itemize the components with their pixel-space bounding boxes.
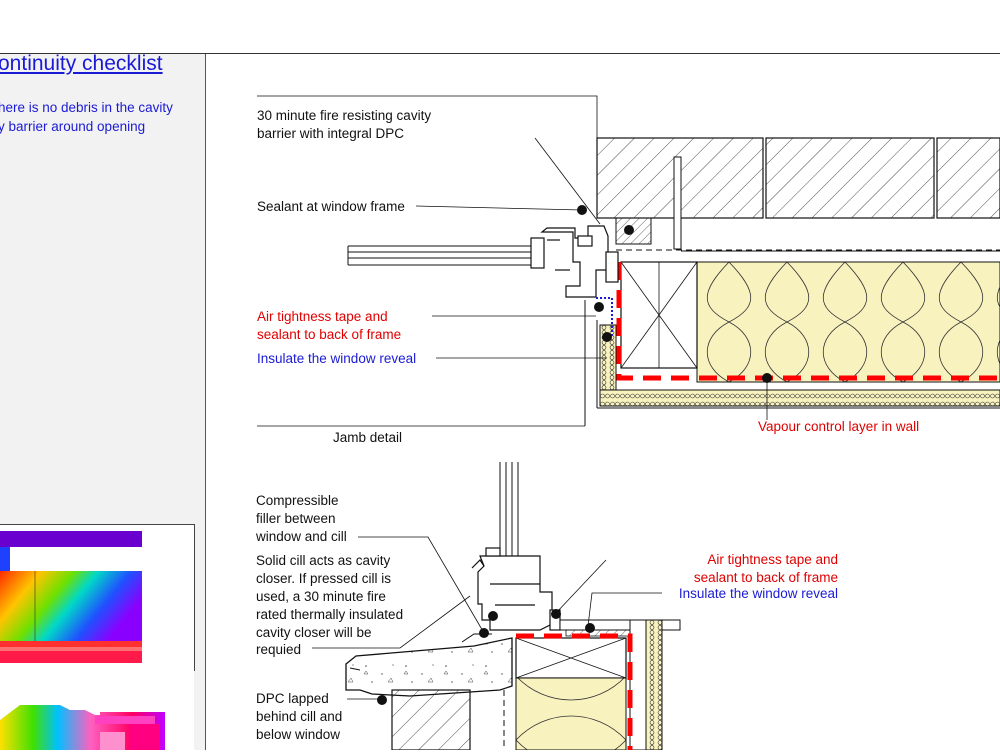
solid-cill xyxy=(345,637,513,697)
label-filler-line2: filler between xyxy=(256,511,336,526)
internal-lining-insulation xyxy=(599,389,1000,407)
label-closer-line5: cavity closer will be xyxy=(256,625,372,640)
callout-dot xyxy=(602,332,612,342)
callout-dot xyxy=(594,302,604,312)
callout-dot xyxy=(624,225,634,235)
air-tightness-layer xyxy=(616,262,1000,381)
checklist-title[interactable]: ontinuity checklist xyxy=(0,52,163,75)
cill-detail: Compressible filler between window and c… xyxy=(255,462,838,751)
thermal-thumbnail-jamb[interactable] xyxy=(0,524,195,671)
label-air-tightness-line2: sealant to back of frame xyxy=(257,327,401,342)
top-bar xyxy=(0,0,1000,54)
window-frame-jamb xyxy=(530,225,619,298)
thermal-image-cill xyxy=(0,705,165,750)
callout-dot xyxy=(585,623,595,633)
wall-insulation xyxy=(696,261,1000,383)
callout-dot xyxy=(577,205,587,215)
label-dpc-line1: DPC lapped xyxy=(256,691,329,706)
checklist-item-debris: here is no debris in the cavity xyxy=(0,100,173,115)
thermal-thumbnail-cill[interactable] xyxy=(0,670,194,750)
label-filler-line1: Compressible xyxy=(256,493,339,508)
callout-dot xyxy=(551,609,561,619)
label-fire-barrier-line1: 30 minute fire resisting cavity xyxy=(257,108,431,123)
label-insulate-reveal-cill: Insulate the window reveal xyxy=(679,586,838,601)
air-tightness-layer-cill xyxy=(516,633,633,750)
label-jamb-detail: Jamb detail xyxy=(333,430,402,445)
detail-drawing-area: 30 minute fire resisting cavity barrier … xyxy=(206,54,1000,751)
wall-insulation-below xyxy=(515,677,627,751)
label-closer-line2: closer. If pressed cill is xyxy=(256,571,391,586)
label-vapour-control: Vapour control layer in wall xyxy=(758,419,919,434)
callout-dot xyxy=(488,611,498,621)
label-closer-line4: rated thermally insulated xyxy=(256,607,403,622)
label-air-tightness-cill-line1: Air tightness tape and xyxy=(707,552,838,567)
label-dpc-line2: behind cill and xyxy=(256,709,342,724)
label-closer-line3: used, a 30 minute fire xyxy=(256,589,386,604)
brick-outer-leaf xyxy=(936,137,1000,219)
callout-dot xyxy=(377,695,387,705)
label-air-tightness-cill-line2: sealant to back of frame xyxy=(694,570,838,585)
label-dpc-line3: below window xyxy=(256,727,340,742)
thermal-image-jamb xyxy=(0,531,142,663)
label-air-tightness-line1: Air tightness tape and xyxy=(257,309,388,324)
label-fire-barrier-line2: barrier with integral DPC xyxy=(257,126,404,141)
label-insulate-reveal: Insulate the window reveal xyxy=(257,351,416,366)
brick-outer-leaf-below xyxy=(391,689,471,751)
label-closer-line6: requied xyxy=(256,642,301,657)
callout-dot xyxy=(762,373,772,383)
checklist-item-barrier: y barrier around opening xyxy=(0,119,146,134)
window-frame-cill xyxy=(471,547,561,631)
callout-dot xyxy=(479,628,489,638)
label-closer-line1: Solid cill acts as cavity xyxy=(256,553,391,568)
window-details-drawing: 30 minute fire resisting cavity barrier … xyxy=(255,95,1000,751)
brick-outer-leaf xyxy=(765,137,935,219)
label-sealant-window-frame: Sealant at window frame xyxy=(257,199,405,214)
label-filler-line3: window and cill xyxy=(255,529,347,544)
jamb-detail: 30 minute fire resisting cavity barrier … xyxy=(257,95,1000,445)
